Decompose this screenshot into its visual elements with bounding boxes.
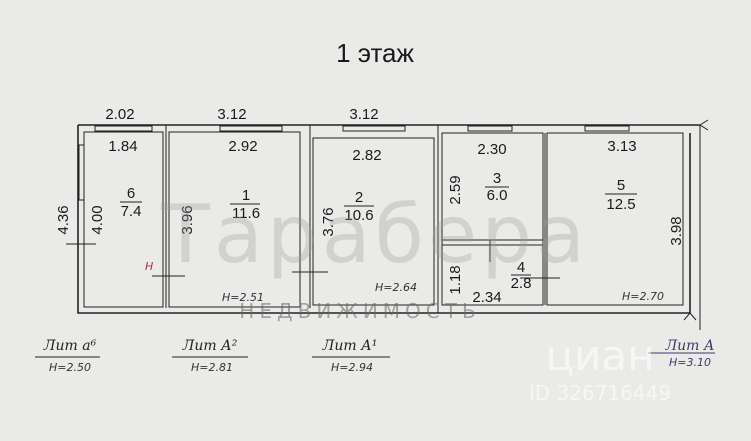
lit-height: Н=3.10 — [669, 356, 711, 369]
room-1-outline — [168, 131, 301, 308]
room-length: 4.36 — [55, 205, 72, 234]
brand-sub-watermark: НЕДВИЖИМОСТЬ — [239, 299, 480, 323]
room-width: 2.30 — [477, 141, 506, 158]
room-number: 4 — [517, 259, 525, 276]
room-area: 12.5 — [606, 196, 635, 213]
room-length: 4.00 — [89, 205, 106, 234]
room-length: 3.98 — [668, 216, 685, 245]
lit-name: Лит а⁶ — [43, 338, 97, 354]
lit-height: Н=2.50 — [49, 361, 91, 374]
brand-watermark: Тарабера — [160, 188, 589, 281]
room-area: 2.8 — [511, 275, 532, 292]
room-area: 10.6 — [344, 207, 373, 224]
lit-height: Н=2.81 — [191, 361, 233, 374]
cian-id-watermark: ID 326716449 — [529, 381, 671, 405]
room-length: 2.59 — [447, 175, 464, 204]
room-3-outline — [441, 132, 544, 306]
lit-name: Лит А¹ — [322, 338, 378, 354]
room-area: 11.6 — [232, 205, 260, 222]
lit-height: Н=2.94 — [331, 361, 373, 374]
red-mark: Н — [145, 260, 153, 273]
room-6-outline — [83, 131, 164, 308]
cian-watermark: циан — [545, 331, 654, 380]
room-number: 3 — [493, 170, 501, 187]
room-length: 1.18 — [447, 265, 464, 294]
lit-name: Лит А — [664, 338, 714, 354]
room-length: 3.76 — [320, 207, 337, 236]
dim-top: 3.12 — [349, 106, 378, 123]
dim-top: 3.12 — [217, 106, 246, 123]
room-number: 5 — [617, 177, 625, 194]
room-width: 3.13 — [607, 138, 636, 155]
door-marks — [66, 240, 560, 279]
room-length: 3.96 — [179, 205, 196, 234]
room-area: 7.4 — [121, 203, 142, 220]
room-number: 6 — [127, 185, 135, 202]
room-height: Н=2.51 — [222, 291, 264, 304]
room-number: 1 — [242, 187, 250, 204]
dim-top: 2.02 — [105, 106, 134, 123]
room-width: 2.34 — [472, 289, 501, 306]
room-area: 6.0 — [487, 187, 508, 204]
windows — [78, 125, 630, 201]
room-2-outline — [312, 137, 435, 306]
room-width: 1.84 — [108, 138, 137, 155]
room-width: 2.82 — [352, 147, 381, 164]
lit-name: Лит А² — [182, 338, 238, 354]
lit-labels: Лит а⁶ Н=2.50 Лит А² Н=2.81 Лит А¹ Н=2.9… — [35, 338, 715, 374]
room-width: 2.92 — [228, 138, 257, 155]
room-height: Н=2.70 — [622, 290, 664, 303]
room-number: 2 — [355, 189, 363, 206]
room-5-outline — [546, 132, 684, 306]
floor-title: 1 этаж — [336, 38, 414, 68]
room-height: Н=2.64 — [375, 281, 417, 294]
